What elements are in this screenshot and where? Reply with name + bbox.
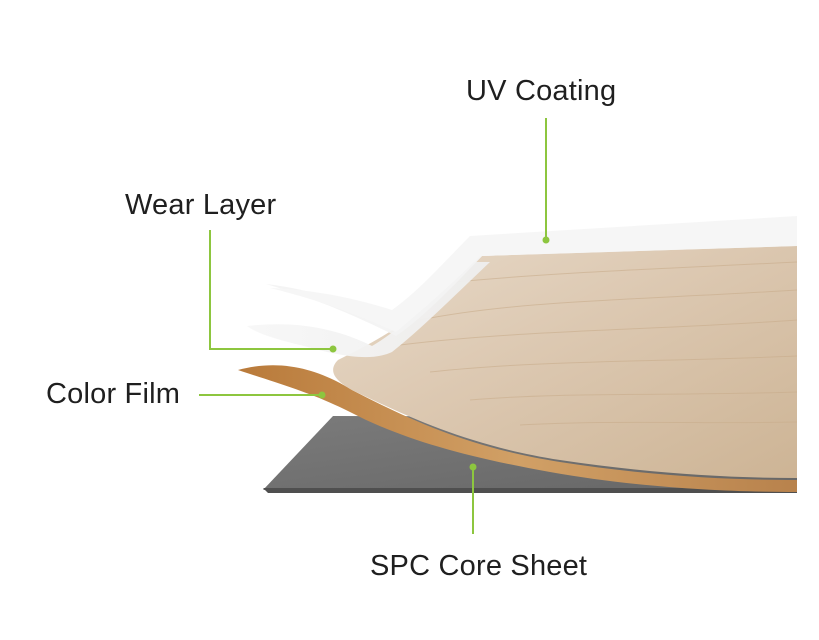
wood-grain-lines xyxy=(399,261,798,426)
uv-leader-dot xyxy=(542,236,550,244)
wear-layer-label: Wear Layer xyxy=(125,189,277,221)
color-leader-dot xyxy=(318,391,326,399)
color-film-label: Color Film xyxy=(46,378,181,410)
wear-leader-line xyxy=(209,230,333,350)
color-film-layer xyxy=(238,365,797,492)
wear-layer-film xyxy=(247,262,490,358)
uv-coating-film xyxy=(270,216,797,332)
spc-core-sheet-label: SPC Core Sheet xyxy=(370,550,588,582)
spc-leader-dot xyxy=(469,463,477,471)
spc-core-edge xyxy=(263,488,797,493)
wear-leader-dot xyxy=(329,345,337,353)
uv-coating-label: UV Coating xyxy=(466,75,617,107)
wood-grain-surface xyxy=(333,244,797,478)
